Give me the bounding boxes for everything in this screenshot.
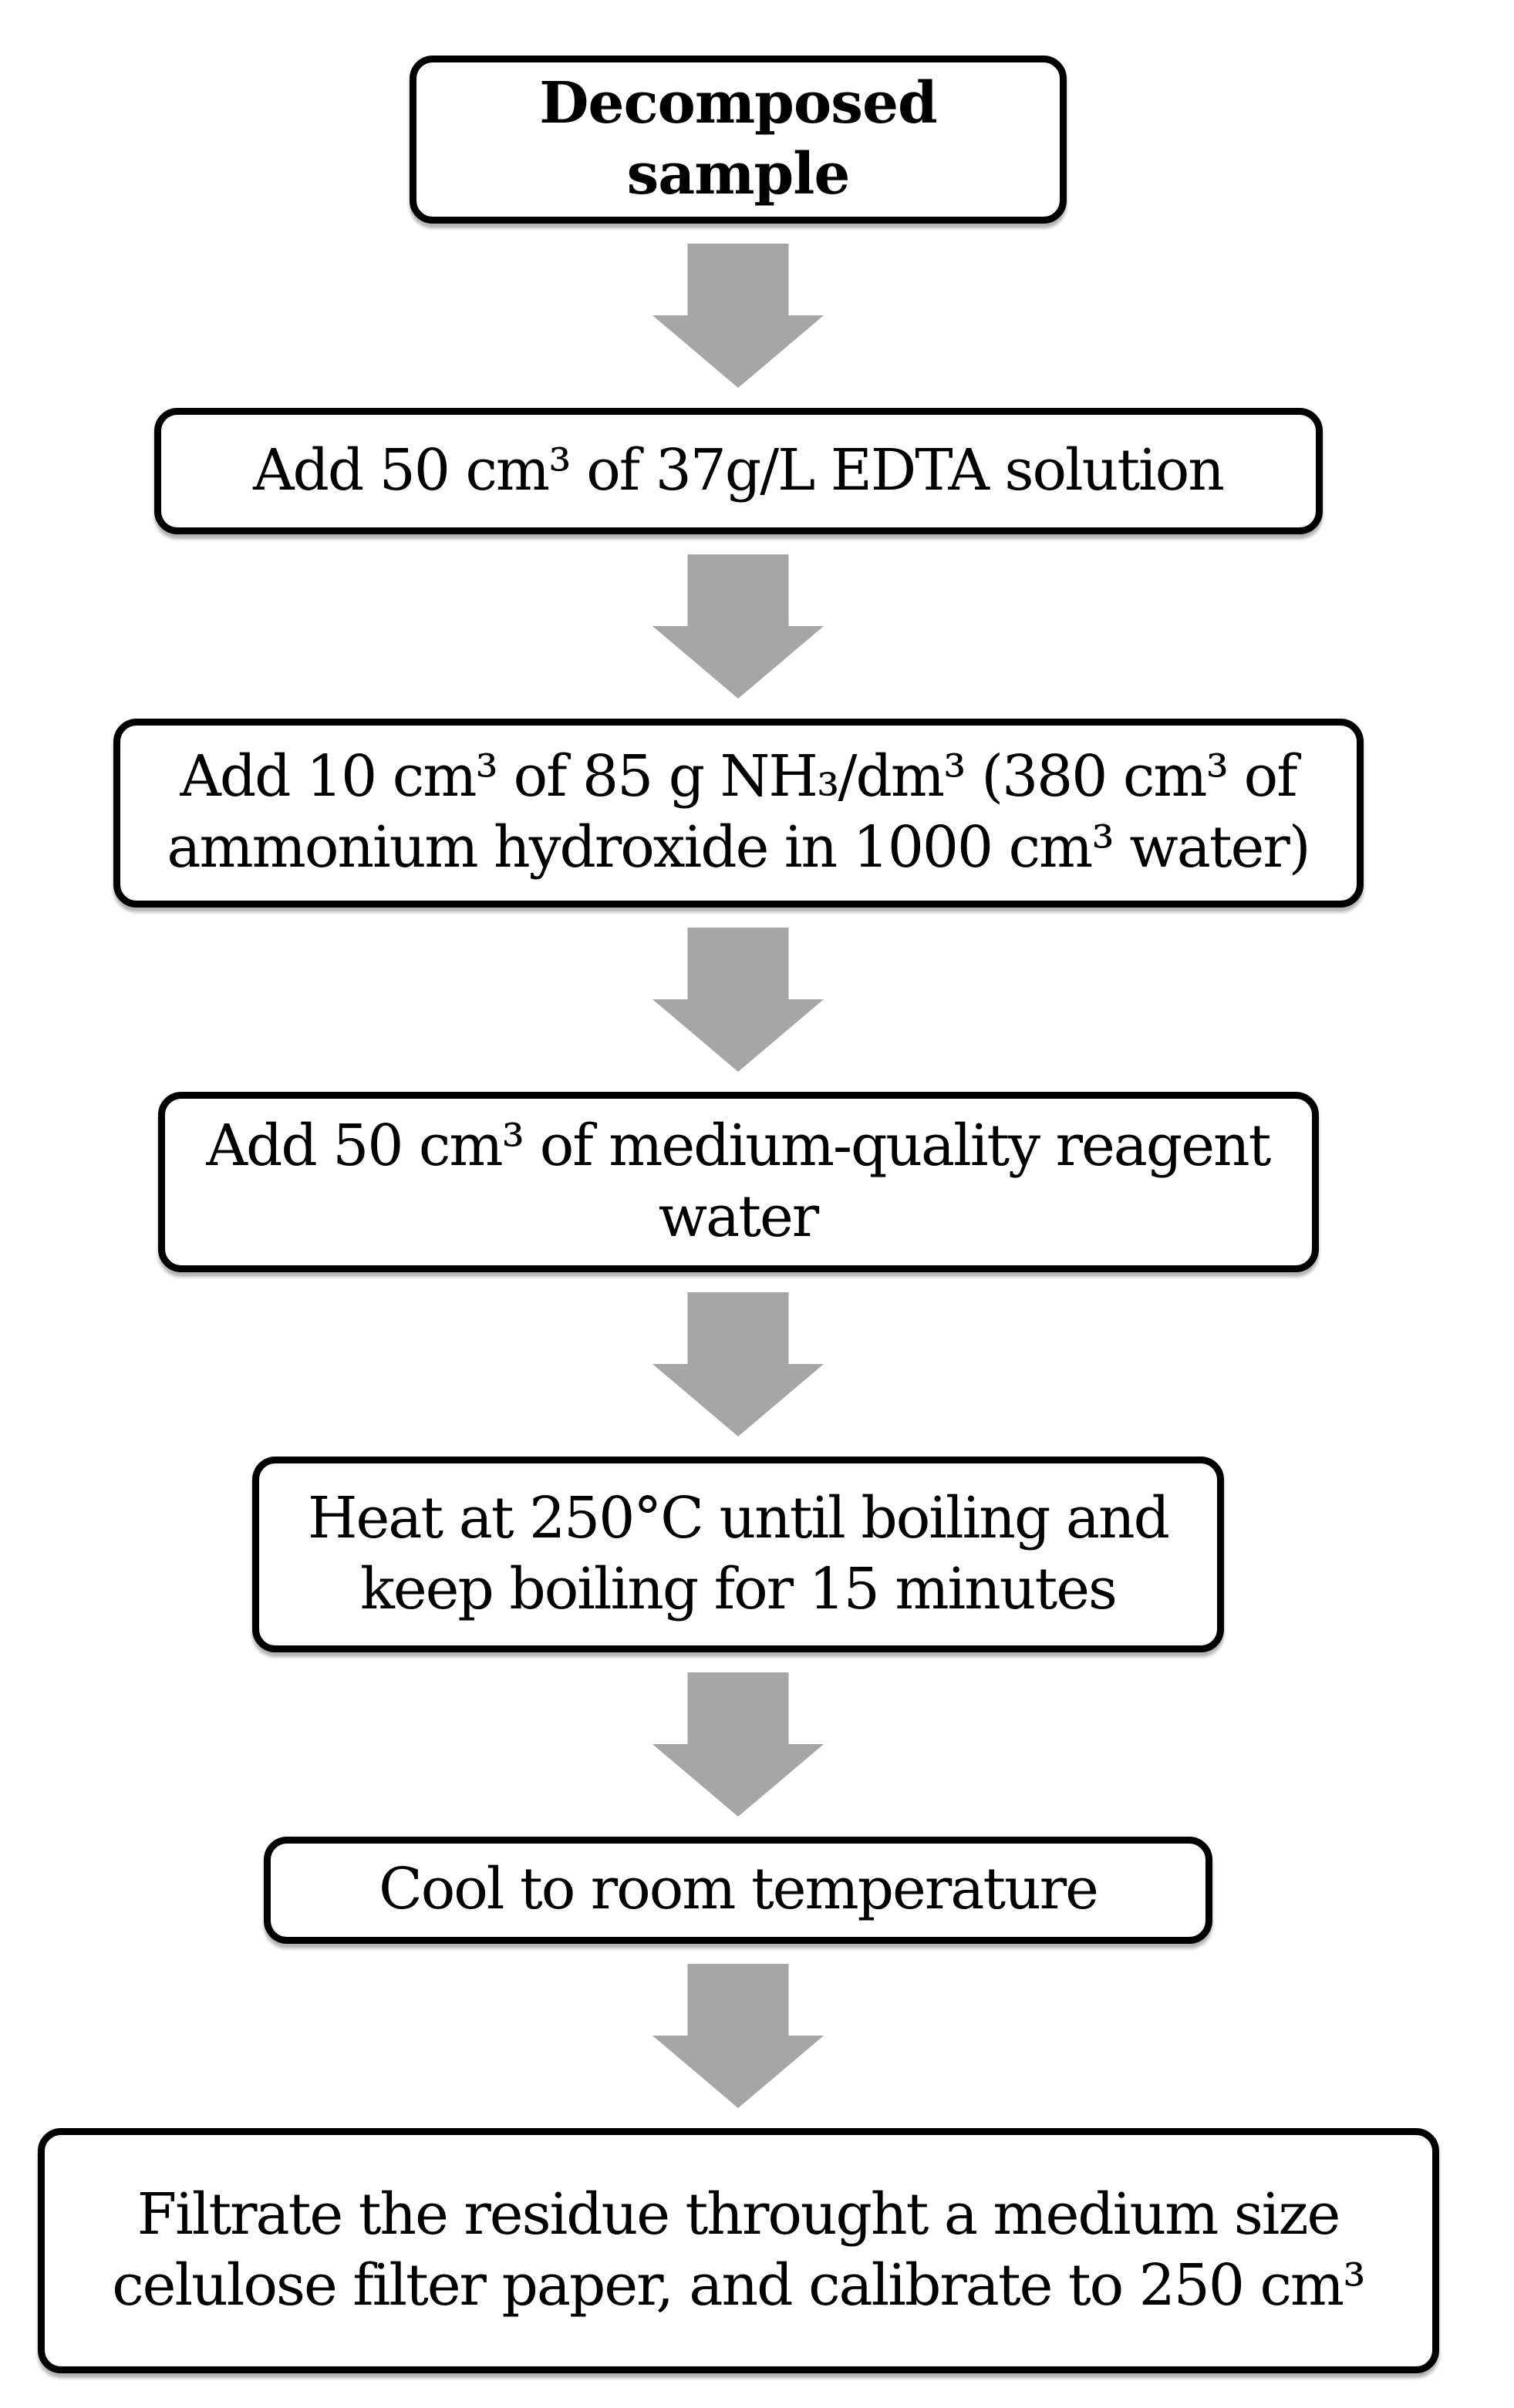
flow-step-label: Heat at 250°C until boiling and keep boi… [307, 1484, 1170, 1622]
flow-step-label: Decomposed sample [539, 70, 938, 207]
flow-step-label: Cool to room temperature [379, 1856, 1099, 1923]
flow-step-label: Filtrate the residue throught a medium s… [112, 2181, 1366, 2319]
flow-step-label: Add 10 cm³ of 85 g NH₃/dm³ (380 cm³ of a… [167, 743, 1310, 881]
flow-step-label: Add 50 cm³ of medium-quality reagent wat… [206, 1112, 1272, 1250]
flow-step-add-reagent-water: Add 50 cm³ of medium-quality reagent wat… [157, 1091, 1319, 1272]
down-arrow-icon [652, 1963, 824, 2108]
flow-step-decomposed-sample: Decomposed sample [410, 56, 1067, 224]
flow-step-filtrate-calibrate: Filtrate the residue throught a medium s… [37, 2127, 1439, 2373]
flow-step-cool: Cool to room temperature [264, 1836, 1212, 1944]
flow-step-label: Add 50 cm³ of 37g/L EDTA solution [253, 436, 1225, 503]
flow-step-heat-boil: Heat at 250°C until boiling and keep boi… [252, 1456, 1224, 1652]
flow-step-add-ammonia: Add 10 cm³ of 85 g NH₃/dm³ (380 cm³ of a… [113, 718, 1364, 908]
down-arrow-icon [652, 554, 824, 699]
flow-step-add-edta: Add 50 cm³ of 37g/L EDTA solution [153, 407, 1323, 534]
down-arrow-icon [652, 1672, 824, 1817]
down-arrow-icon [652, 1292, 824, 1436]
down-arrow-icon [652, 927, 824, 1072]
down-arrow-icon [652, 243, 824, 388]
flowchart: Decomposed sample Add 50 cm³ of 37g/L ED… [37, 56, 1439, 2373]
